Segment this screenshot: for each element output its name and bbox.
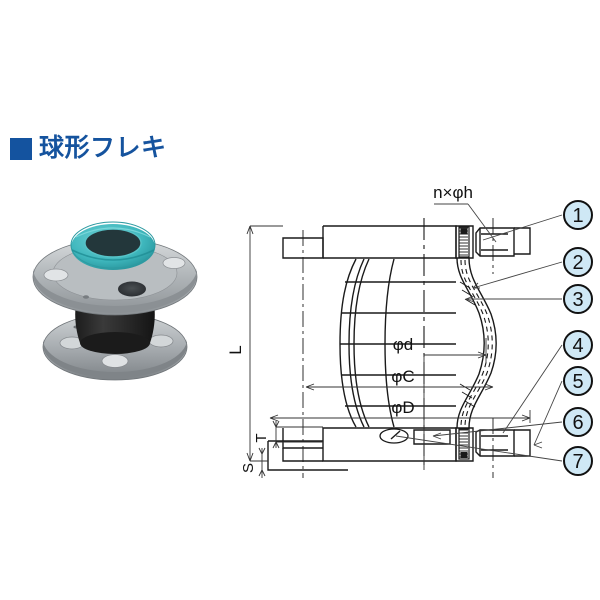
label-phiD: φD [391,398,414,417]
sphere-outer-wall [456,257,485,429]
svg-text:2: 2 [572,252,583,274]
sphere-inner-wall [468,257,497,429]
leader-2 [472,261,563,289]
label-phiC: φC [391,367,414,386]
label-L: L [228,345,245,354]
tag-ellipse [379,428,409,444]
callout-1[interactable]: 1 [563,200,593,230]
leader-6 [432,421,563,437]
svg-text:7: 7 [572,451,583,473]
body-left-profile-c [353,258,370,428]
dim-phid [423,354,486,470]
square-bullet-icon [10,137,32,160]
product-photo [14,197,216,405]
callout-5[interactable]: 5 [563,366,593,396]
page-title: 球形フレキ [10,136,167,161]
top-flange-face [323,225,457,259]
label-nphih: n×φh [433,183,473,202]
svg-text:6: 6 [572,412,583,434]
svg-text:5: 5 [572,371,583,393]
technical-drawing: L T S φd φC φD n×φh [228,178,600,508]
page-title-label: 球形フレキ [39,134,167,162]
leader-7 [395,435,563,462]
svg-text:1: 1 [572,205,583,227]
label-S: S [240,463,257,473]
callout-group: 1 2 3 4 5 [563,200,593,476]
top-flange-section-right [455,225,474,259]
callout-4[interactable]: 4 [563,330,593,360]
callout-2[interactable]: 2 [563,247,593,277]
tag-plate [413,429,451,445]
callout-6[interactable]: 6 [563,407,593,437]
leader-1 [482,214,563,241]
leader-4 [502,344,563,434]
leader-5 [533,380,563,446]
body-left-profile-b [348,258,365,428]
svg-text:4: 4 [572,335,583,357]
label-phid: φd [393,335,413,354]
label-T: T [253,433,270,442]
bottom-flange-section-right [455,427,474,462]
callout-7[interactable]: 7 [563,446,593,476]
callout-3[interactable]: 3 [563,284,593,314]
svg-text:3: 3 [572,289,583,311]
leader-nphih [467,203,497,243]
